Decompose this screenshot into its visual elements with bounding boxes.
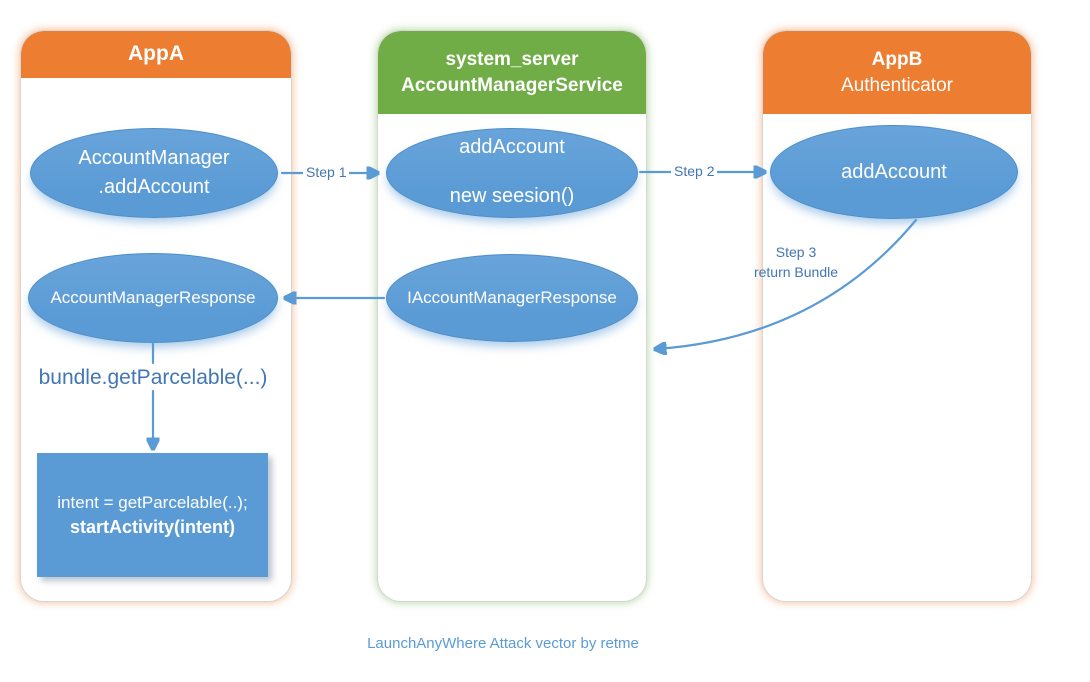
- node-accountmanagerresponse: AccountManagerResponse: [28, 253, 278, 343]
- panel-appb-subtitle: Authenticator: [841, 74, 953, 96]
- step2-label: Step 2: [671, 163, 718, 180]
- node-iaccountmanagerresponse-label: IAccountManagerResponse: [407, 288, 617, 307]
- panel-appb-header: AppB Authenticator: [763, 31, 1031, 114]
- panel-appb-title: AppB: [871, 48, 923, 70]
- node-appb-addaccount-label: addAccount: [841, 160, 947, 183]
- panel-system-server-title: system_server: [445, 48, 579, 70]
- step3-label: Step 3 return Bundle: [715, 242, 877, 282]
- node-accountmanagerresponse-label: AccountManagerResponse: [50, 288, 256, 307]
- panel-system-server-subtitle: AccountManagerService: [401, 74, 623, 96]
- node-intent-box-line2: startActivity(intent): [69, 517, 235, 537]
- panel-appa-header: AppA: [21, 31, 291, 78]
- diagram-caption: LaunchAnyWhere Attack vector by retme: [367, 635, 639, 652]
- node-iaccountmanagerresponse: IAccountManagerResponse: [386, 254, 638, 342]
- panel-appb: AppB Authenticator: [762, 30, 1032, 602]
- step3-label-line2: return Bundle: [753, 264, 839, 280]
- node-bundle-getparcelable: bundle.getParcelable(...): [38, 366, 268, 389]
- panel-appa-title: AppA: [128, 42, 184, 66]
- node-appa-addaccount-line2: .addAccount: [98, 176, 210, 198]
- step3-label-line1: Step 3: [775, 244, 817, 260]
- step1-label: Step 1: [303, 164, 350, 181]
- node-server-addaccount-line2: new seesion(): [449, 185, 575, 207]
- panel-system-server-header: system_server AccountManagerService: [378, 31, 646, 114]
- node-appa-addaccount: AccountManager .addAccount: [30, 128, 278, 218]
- node-appb-addaccount: addAccount: [770, 125, 1018, 219]
- node-appa-addaccount-line1: AccountManager: [78, 147, 230, 169]
- node-intent-box-line1: intent = getParcelable(..);: [57, 493, 248, 512]
- node-server-addaccount: addAccount new seesion(): [386, 128, 638, 218]
- node-server-addaccount-line1: addAccount: [459, 136, 565, 158]
- node-intent-box: intent = getParcelable(..); startActivit…: [37, 453, 268, 577]
